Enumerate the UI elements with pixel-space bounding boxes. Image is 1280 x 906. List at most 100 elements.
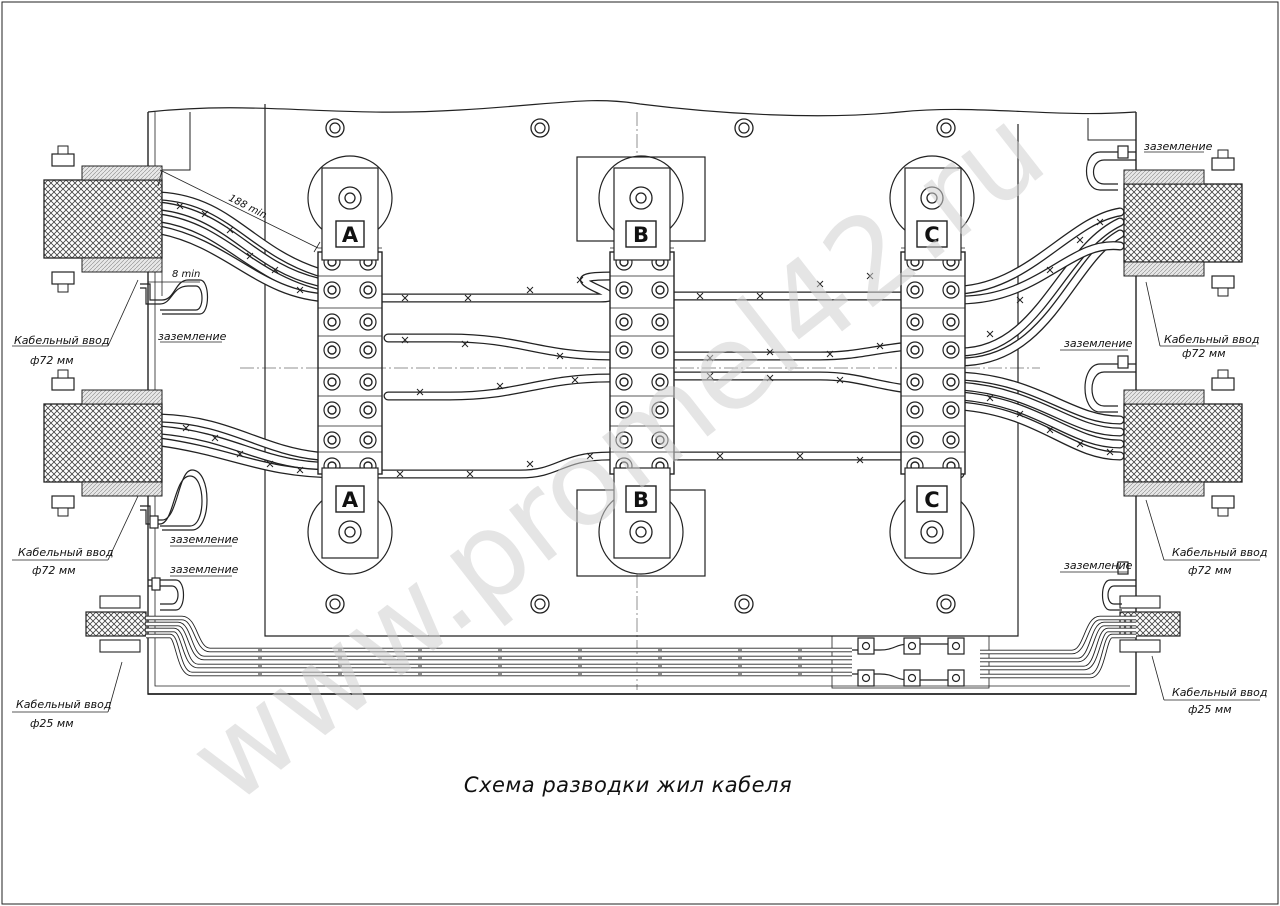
cable-gland-72 [43,145,163,293]
core-marker [226,226,234,234]
core-marker [1076,236,1084,244]
core-marker [296,286,304,294]
core-marker [556,352,564,360]
annotations: Кабельный ввод ф72 мм заземление Кабельн… [14,140,1267,730]
core-marker [1016,296,1024,304]
label-entry-left-2: Кабельный ввод [18,546,113,559]
core-marker [986,330,994,338]
label-ground-left-1: заземление [158,330,227,343]
gland-nut [1119,639,1161,653]
label-d72-left-1: ф72 мм [30,354,74,367]
gland-nut [1119,595,1161,609]
gland-nut [99,595,141,609]
clamp [1211,495,1235,509]
core-marker [706,372,714,380]
core-marker [271,266,279,274]
gland-nut [81,389,163,405]
label-ground-left-2: заземление [170,533,239,546]
svg-text:C: C [924,223,939,247]
phase-c-label-bottom: C [916,485,948,513]
dimension-8: 8 min [172,269,200,280]
core-marker [496,382,504,390]
core-marker [796,452,804,460]
core-marker [876,342,884,350]
cable-gland-25 [85,595,147,653]
cable-sheath [43,179,163,259]
core-marker [1046,426,1054,434]
dimension-lines [148,169,321,296]
core-marker [246,252,254,260]
core-marker [696,292,704,300]
core-marker [836,376,844,384]
cable-gland-72 [1123,149,1243,297]
core-marker [1046,266,1054,274]
phase-labels: A A B B C C [335,220,948,513]
core-marker [236,450,244,458]
gland-nut [99,639,141,653]
core-marker [586,452,594,460]
gland-nut [1123,389,1205,405]
core-marker [1016,410,1024,418]
core-marker [856,456,864,464]
label-ground-right-2: заземление [1064,337,1133,350]
clamp [1211,275,1235,289]
label-ground-right-3: заземление [1064,559,1133,572]
label-entry-left-3: Кабельный ввод [16,698,111,711]
label-ground-left-3: заземление [170,563,239,576]
phase-b-label-top: B [625,220,657,248]
core-marker [464,294,472,302]
core-marker [826,350,834,358]
clamp [1211,157,1235,171]
core-marker [766,348,774,356]
core-marker [176,202,184,210]
core-marker [986,394,994,402]
svg-text:C: C [924,488,939,512]
gland-nut [1123,261,1205,277]
core-marker [1076,440,1084,448]
label-entry-left-1: Кабельный ввод [14,334,109,347]
svg-text:B: B [633,488,649,512]
label-entry-right-2: Кабельный ввод [1172,546,1267,559]
label-entry-right-3: Кабельный ввод [1172,686,1267,699]
mounting-holes [325,118,956,614]
diagram-caption: Схема разводки жил кабеля [464,773,792,797]
gland-nut [81,257,163,273]
core-marker [576,276,584,284]
core-marker [766,374,774,382]
svg-text:B: B [633,223,649,247]
core-marker [396,470,404,478]
busbars [317,167,966,559]
dimension-188: 188 min [227,193,269,221]
ground-straps [140,145,1136,611]
gland-nut [1123,481,1205,497]
clamp [51,271,75,285]
gland-nut [81,481,163,497]
core-marker [706,354,714,362]
core-marker [416,388,424,396]
cable-gland-72 [43,369,163,517]
core-marker [466,470,474,478]
core-marker [571,376,579,384]
label-d25-right: ф25 мм [1188,703,1232,716]
cable-gland-72 [1123,369,1243,517]
control-cable-routing [146,615,1136,681]
clamp [51,495,75,509]
core-marker [401,336,409,344]
label-entry-right-1: Кабельный ввод [1164,333,1259,346]
ground-bar-terminals [857,637,965,687]
core-marker [756,292,764,300]
phase-c-label-top: C [916,220,948,248]
gland-nut [81,165,163,181]
cable-glands [43,145,1243,653]
clamp [51,153,75,167]
cable-core [155,225,615,303]
cable-sheath [1123,183,1243,263]
core-marker [182,424,190,432]
core-marker [866,272,874,280]
label-d72-right-2: ф72 мм [1188,564,1232,577]
svg-text:A: A [342,488,359,512]
core-marker [1106,448,1114,456]
label-d25-left: ф25 мм [30,717,74,730]
